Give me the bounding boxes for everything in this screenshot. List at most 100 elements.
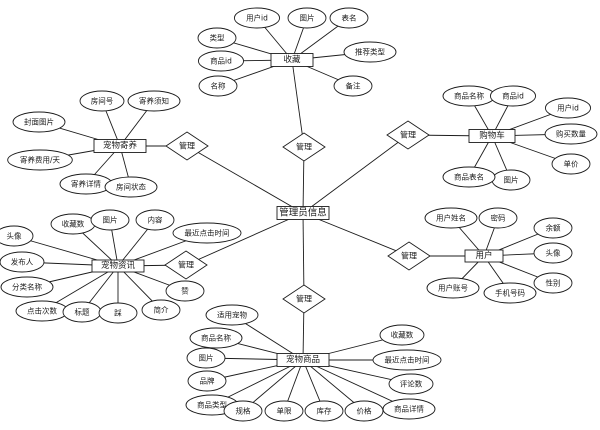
attribute-ellipse [329, 7, 369, 29]
attribute-ellipse [198, 75, 238, 97]
attribute-label: 用户id [557, 103, 579, 113]
diamond-shape [282, 284, 326, 314]
attribute-node: 标题 [62, 301, 102, 323]
attribute-ellipse [127, 90, 181, 112]
attribute-ellipse [189, 327, 243, 349]
relationship-label: 管理 [296, 142, 312, 152]
attribute-ellipse [165, 280, 205, 302]
attribute-label: 用户id [246, 13, 268, 23]
attribute-ellipse [372, 349, 442, 371]
relationship-label: 管理 [400, 130, 416, 140]
attribute-ellipse [98, 302, 138, 324]
diamond-shape [386, 120, 430, 150]
center-entity-box: 管理员信息 [276, 206, 330, 220]
attribute-node: 房间号 [79, 90, 125, 112]
attribute-label: 赞 [181, 286, 189, 296]
entity-box-chongwuzixun: 宠物资讯 [91, 259, 145, 273]
attribute-label: 购买数量 [556, 129, 586, 139]
attribute-node: 寄养详情 [59, 173, 113, 195]
relationship-diamond: 管理 [386, 120, 430, 150]
relationship-label: 管理 [178, 260, 194, 270]
attribute-node: 用户姓名 [424, 207, 478, 229]
attribute-ellipse [489, 85, 537, 107]
entity-label: 宠物商品 [286, 354, 320, 365]
attribute-node: 发布人 [0, 251, 45, 273]
attribute-node: 用户id [233, 7, 281, 29]
attribute-node: 单价 [551, 153, 591, 175]
attribute-label: 简介 [154, 305, 169, 315]
attribute-node: 图片 [186, 347, 226, 369]
attribute-label: 标题 [75, 307, 90, 317]
attribute-node: 备注 [333, 75, 373, 97]
diamond-shape [282, 132, 326, 162]
attribute-label: 用户账号 [438, 283, 468, 293]
attribute-label: 最近点击时间 [385, 355, 430, 365]
attribute-ellipse [79, 90, 125, 112]
attribute-node: 收藏数 [50, 213, 96, 235]
attribute-label: 商品详情 [394, 404, 424, 414]
attribute-node: 库存 [304, 400, 344, 422]
attribute-node: 商品名称 [189, 327, 243, 349]
attribute-ellipse [442, 166, 496, 188]
attribute-ellipse [172, 222, 242, 244]
attribute-node: 余额 [533, 217, 573, 239]
attribute-label: 类型 [210, 33, 225, 43]
entity-rect [468, 129, 516, 143]
attribute-node: 头像 [0, 225, 34, 247]
entity-box-yonghu: 用户 [464, 249, 504, 263]
relationship-diamond: 管理 [164, 250, 208, 280]
relationship-label: 管理 [401, 251, 417, 261]
attribute-label: 表名 [342, 13, 357, 23]
attribute-ellipse [333, 75, 373, 97]
attribute-ellipse [343, 41, 397, 63]
attribute-ellipse [533, 242, 573, 264]
attribute-ellipse [533, 272, 573, 294]
attribute-node: 赞 [165, 280, 205, 302]
attribute-label: 商品id [210, 56, 232, 66]
attribute-ellipse [533, 217, 573, 239]
attribute-label: 商品类型 [197, 400, 227, 410]
attribute-node: 简介 [141, 299, 181, 321]
attribute-node: 商品id [197, 50, 245, 72]
entity-box-chongwushangpin: 宠物商品 [276, 353, 330, 367]
attribute-node: 购买数量 [544, 123, 598, 145]
attribute-label: 余额 [546, 223, 561, 233]
attribute-label: 商品名称 [454, 91, 484, 101]
attribute-node: 封面图片 [12, 111, 66, 133]
attribute-ellipse [7, 149, 73, 171]
entity-rect [276, 353, 330, 367]
attribute-ellipse [197, 50, 245, 72]
attribute-ellipse [0, 276, 54, 298]
relation-link [302, 212, 410, 257]
attribute-ellipse [344, 400, 384, 422]
attribute-ellipse [388, 373, 434, 395]
attribute-ellipse [0, 251, 45, 273]
attribute-ellipse [233, 7, 281, 29]
attribute-label: 评论数 [400, 379, 423, 389]
attribute-node: 性别 [533, 272, 573, 294]
attribute-label: 最近点击时间 [185, 228, 230, 238]
attribute-label: 分类名称 [12, 282, 42, 292]
attribute-label: 名称 [211, 81, 226, 91]
attribute-label: 踩 [114, 308, 122, 318]
attribute-ellipse [90, 209, 130, 231]
attribute-label: 点击次数 [27, 306, 57, 316]
entity-label: 购物车 [479, 130, 505, 141]
relationship-diamond: 管理 [387, 241, 431, 271]
attribute-label: 商品名称 [201, 333, 231, 343]
attribute-label: 图片 [199, 353, 214, 363]
center-entity-rect [276, 206, 330, 220]
attribute-label: 价格 [357, 406, 372, 416]
attribute-node: 商品表名 [442, 166, 496, 188]
relationship-label: 管理 [179, 141, 195, 151]
attribute-label: 图片 [300, 13, 315, 23]
attribute-label: 图片 [504, 175, 519, 185]
attribute-label: 性别 [546, 278, 561, 288]
attribute-node: 图片 [90, 209, 130, 231]
attribute-label: 商品id [502, 91, 524, 101]
attribute-node: 寄养须知 [127, 90, 181, 112]
relation-link [186, 145, 304, 214]
attribute-label: 寄养费用/天 [20, 155, 61, 165]
